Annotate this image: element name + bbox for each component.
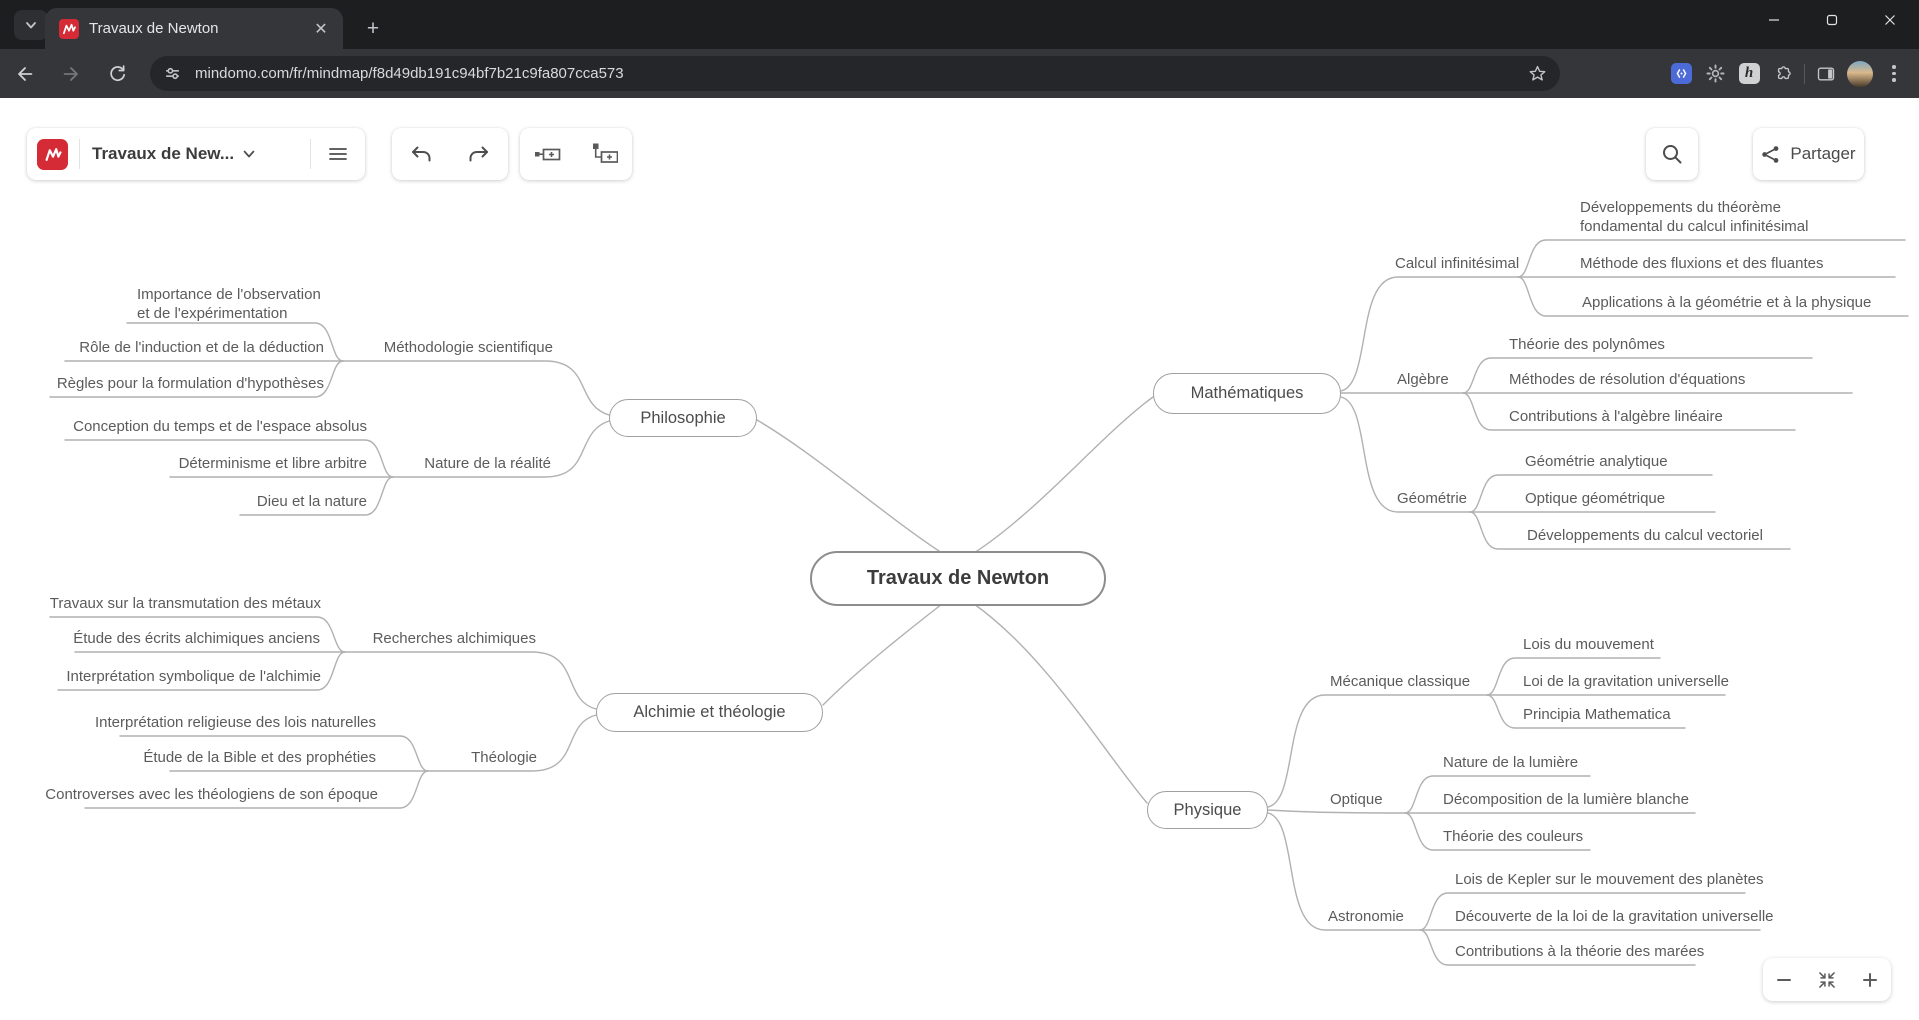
redo-icon[interactable] bbox=[466, 142, 492, 166]
new-tab-button[interactable]: + bbox=[366, 17, 380, 40]
chevron-down-icon[interactable] bbox=[241, 146, 257, 162]
leaf-topic[interactable]: Étude des écrits alchimiques anciens bbox=[73, 630, 320, 647]
insert-card bbox=[520, 128, 632, 180]
leaf-topic[interactable]: Méthode des fluxions et des fluantes bbox=[1580, 255, 1824, 272]
topic-alchimie-theologie[interactable]: Alchimie et théologie bbox=[596, 693, 823, 732]
zoom-out-icon[interactable] bbox=[1766, 958, 1802, 1001]
leaf-topic[interactable]: Développements du calcul vectoriel bbox=[1527, 527, 1763, 544]
leaf-topic[interactable]: Étude de la Bible et des prophéties bbox=[143, 749, 376, 766]
insert-subtopic-icon[interactable] bbox=[590, 142, 618, 166]
leaf-topic[interactable]: Controverses avec les théologiens de son… bbox=[45, 786, 378, 803]
mindomo-favicon bbox=[59, 18, 79, 39]
maximize-icon[interactable] bbox=[1803, 0, 1861, 40]
back-button[interactable] bbox=[8, 57, 42, 91]
bookmark-star-icon[interactable] bbox=[1529, 65, 1546, 82]
insert-topic-icon[interactable] bbox=[534, 144, 562, 164]
subtopic[interactable]: Calcul infinitésimal bbox=[1395, 255, 1520, 272]
leaf-topic[interactable]: Déterminisme et libre arbitre bbox=[178, 455, 367, 472]
hamburger-menu-icon[interactable] bbox=[311, 128, 365, 180]
subtopic[interactable]: Recherches alchimiques bbox=[372, 630, 536, 647]
back-icon bbox=[18, 66, 33, 81]
leaf-topic[interactable]: Théorie des polynômes bbox=[1509, 336, 1665, 353]
forward-icon bbox=[63, 66, 78, 81]
window-controls bbox=[1745, 0, 1919, 40]
root-topic[interactable]: Travaux de Newton bbox=[810, 551, 1106, 606]
search-button[interactable] bbox=[1646, 128, 1698, 180]
undo-redo-card bbox=[392, 128, 508, 180]
subtopic[interactable]: Géométrie bbox=[1397, 490, 1468, 507]
subtopic[interactable]: Algèbre bbox=[1397, 371, 1449, 388]
leaf-topic[interactable]: Travaux sur la transmutation des métaux bbox=[49, 595, 321, 612]
close-window-icon[interactable] bbox=[1861, 0, 1919, 40]
map-title-card: Travaux de New... bbox=[27, 128, 365, 180]
leaf-topic[interactable]: Règles pour la formulation d'hypothèses bbox=[56, 375, 324, 392]
zoom-in-icon[interactable] bbox=[1852, 958, 1888, 1001]
undo-icon[interactable] bbox=[408, 142, 434, 166]
reload-icon bbox=[109, 65, 125, 82]
close-tab-icon[interactable]: ✕ bbox=[314, 20, 328, 38]
leaf-topic[interactable]: Importance de l'observation et de l'expé… bbox=[137, 286, 321, 322]
leaf-topic[interactable]: Décomposition de la lumière blanche bbox=[1443, 791, 1689, 808]
fit-screen-icon[interactable] bbox=[1809, 958, 1845, 1001]
leaf-topic[interactable]: Lois de Kepler sur le mouvement des plan… bbox=[1455, 871, 1764, 888]
url-text[interactable]: mindomo.com/fr/mindmap/f8d49db191c94bf7b… bbox=[195, 65, 624, 82]
chevron-down-icon bbox=[26, 22, 36, 29]
leaf-topic[interactable]: Dieu et la nature bbox=[256, 493, 367, 510]
leaf-topic[interactable]: Théorie des couleurs bbox=[1443, 828, 1584, 845]
divider bbox=[310, 139, 311, 169]
omnibox[interactable]: mindomo.com/fr/mindmap/f8d49db191c94bf7b… bbox=[150, 56, 1560, 91]
map-title[interactable]: Travaux de New... bbox=[92, 144, 235, 163]
leaf-topic[interactable]: Développements du théorème fondamental d… bbox=[1580, 199, 1809, 235]
tab-search-button[interactable] bbox=[14, 10, 48, 40]
site-info-icon[interactable] bbox=[164, 65, 181, 82]
profile-avatar[interactable] bbox=[1843, 57, 1877, 91]
extensions-puzzle-icon[interactable] bbox=[1766, 57, 1800, 91]
extension-gear-icon[interactable] bbox=[1698, 57, 1732, 91]
subtopic[interactable]: Méthodologie scientifique bbox=[383, 339, 553, 356]
leaf-topic[interactable]: Optique géométrique bbox=[1525, 490, 1666, 507]
share-label: Partager bbox=[1790, 144, 1856, 163]
topic-physique[interactable]: Physique bbox=[1147, 791, 1268, 829]
zoom-controls bbox=[1763, 958, 1891, 1001]
subtopic[interactable]: Théologie bbox=[471, 749, 537, 766]
topic-philosophie[interactable]: Philosophie bbox=[609, 399, 757, 437]
mindomo-logo[interactable] bbox=[37, 138, 68, 170]
minimize-icon[interactable] bbox=[1745, 0, 1803, 40]
browser-titlebar: Travaux de Newton ✕ + bbox=[0, 0, 1919, 49]
leaf-topic[interactable]: Contributions à l'algèbre linéaire bbox=[1509, 408, 1723, 425]
share-button[interactable]: Partager bbox=[1753, 128, 1864, 180]
leaf-topic[interactable]: Interprétation symbolique de l'alchimie bbox=[66, 668, 321, 685]
tab-title: Travaux de Newton bbox=[89, 20, 219, 37]
extension-h-icon[interactable]: h bbox=[1732, 57, 1766, 91]
browser-menu-icon[interactable] bbox=[1877, 57, 1911, 91]
leaf-topic[interactable]: Rôle de l'induction et de la déduction bbox=[79, 339, 324, 356]
share-icon bbox=[1762, 145, 1779, 163]
browser-tab[interactable]: Travaux de Newton ✕ bbox=[45, 8, 343, 49]
extension-blue-icon[interactable] bbox=[1664, 57, 1698, 91]
topic-mathematiques[interactable]: Mathématiques bbox=[1153, 373, 1341, 414]
leaf-topic[interactable]: Applications à la géométrie et à la phys… bbox=[1582, 294, 1872, 311]
leaf-topic[interactable]: Méthodes de résolution d'équations bbox=[1509, 371, 1746, 388]
subtopic[interactable]: Astronomie bbox=[1328, 908, 1404, 925]
leaf-topic[interactable]: Découverte de la loi de la gravitation u… bbox=[1455, 908, 1774, 925]
search-icon bbox=[1663, 145, 1682, 164]
leaf-topic[interactable]: Conception du temps et de l'espace absol… bbox=[73, 418, 367, 435]
subtopic[interactable]: Optique bbox=[1330, 791, 1383, 808]
side-panel-icon[interactable] bbox=[1809, 57, 1843, 91]
leaf-topic[interactable]: Loi de la gravitation universelle bbox=[1523, 673, 1729, 690]
leaf-topic[interactable]: Géométrie analytique bbox=[1525, 453, 1668, 470]
leaf-topic[interactable]: Lois du mouvement bbox=[1523, 636, 1654, 653]
divider bbox=[79, 139, 80, 169]
forward-button[interactable] bbox=[54, 57, 88, 91]
leaf-topic[interactable]: Nature de la lumière bbox=[1443, 754, 1579, 771]
browser-toolbar: mindomo.com/fr/mindmap/f8d49db191c94bf7b… bbox=[0, 49, 1919, 98]
reload-button[interactable] bbox=[100, 57, 134, 91]
leaf-topic[interactable]: Interprétation religieuse des lois natur… bbox=[95, 714, 376, 731]
leaf-topic[interactable]: Principia Mathematica bbox=[1523, 706, 1671, 723]
subtopic[interactable]: Mécanique classique bbox=[1330, 673, 1471, 690]
leaf-topic[interactable]: Contributions à la théorie des marées bbox=[1455, 943, 1705, 960]
subtopic[interactable]: Nature de la réalité bbox=[424, 455, 551, 472]
toolbar-divider bbox=[1804, 63, 1805, 84]
